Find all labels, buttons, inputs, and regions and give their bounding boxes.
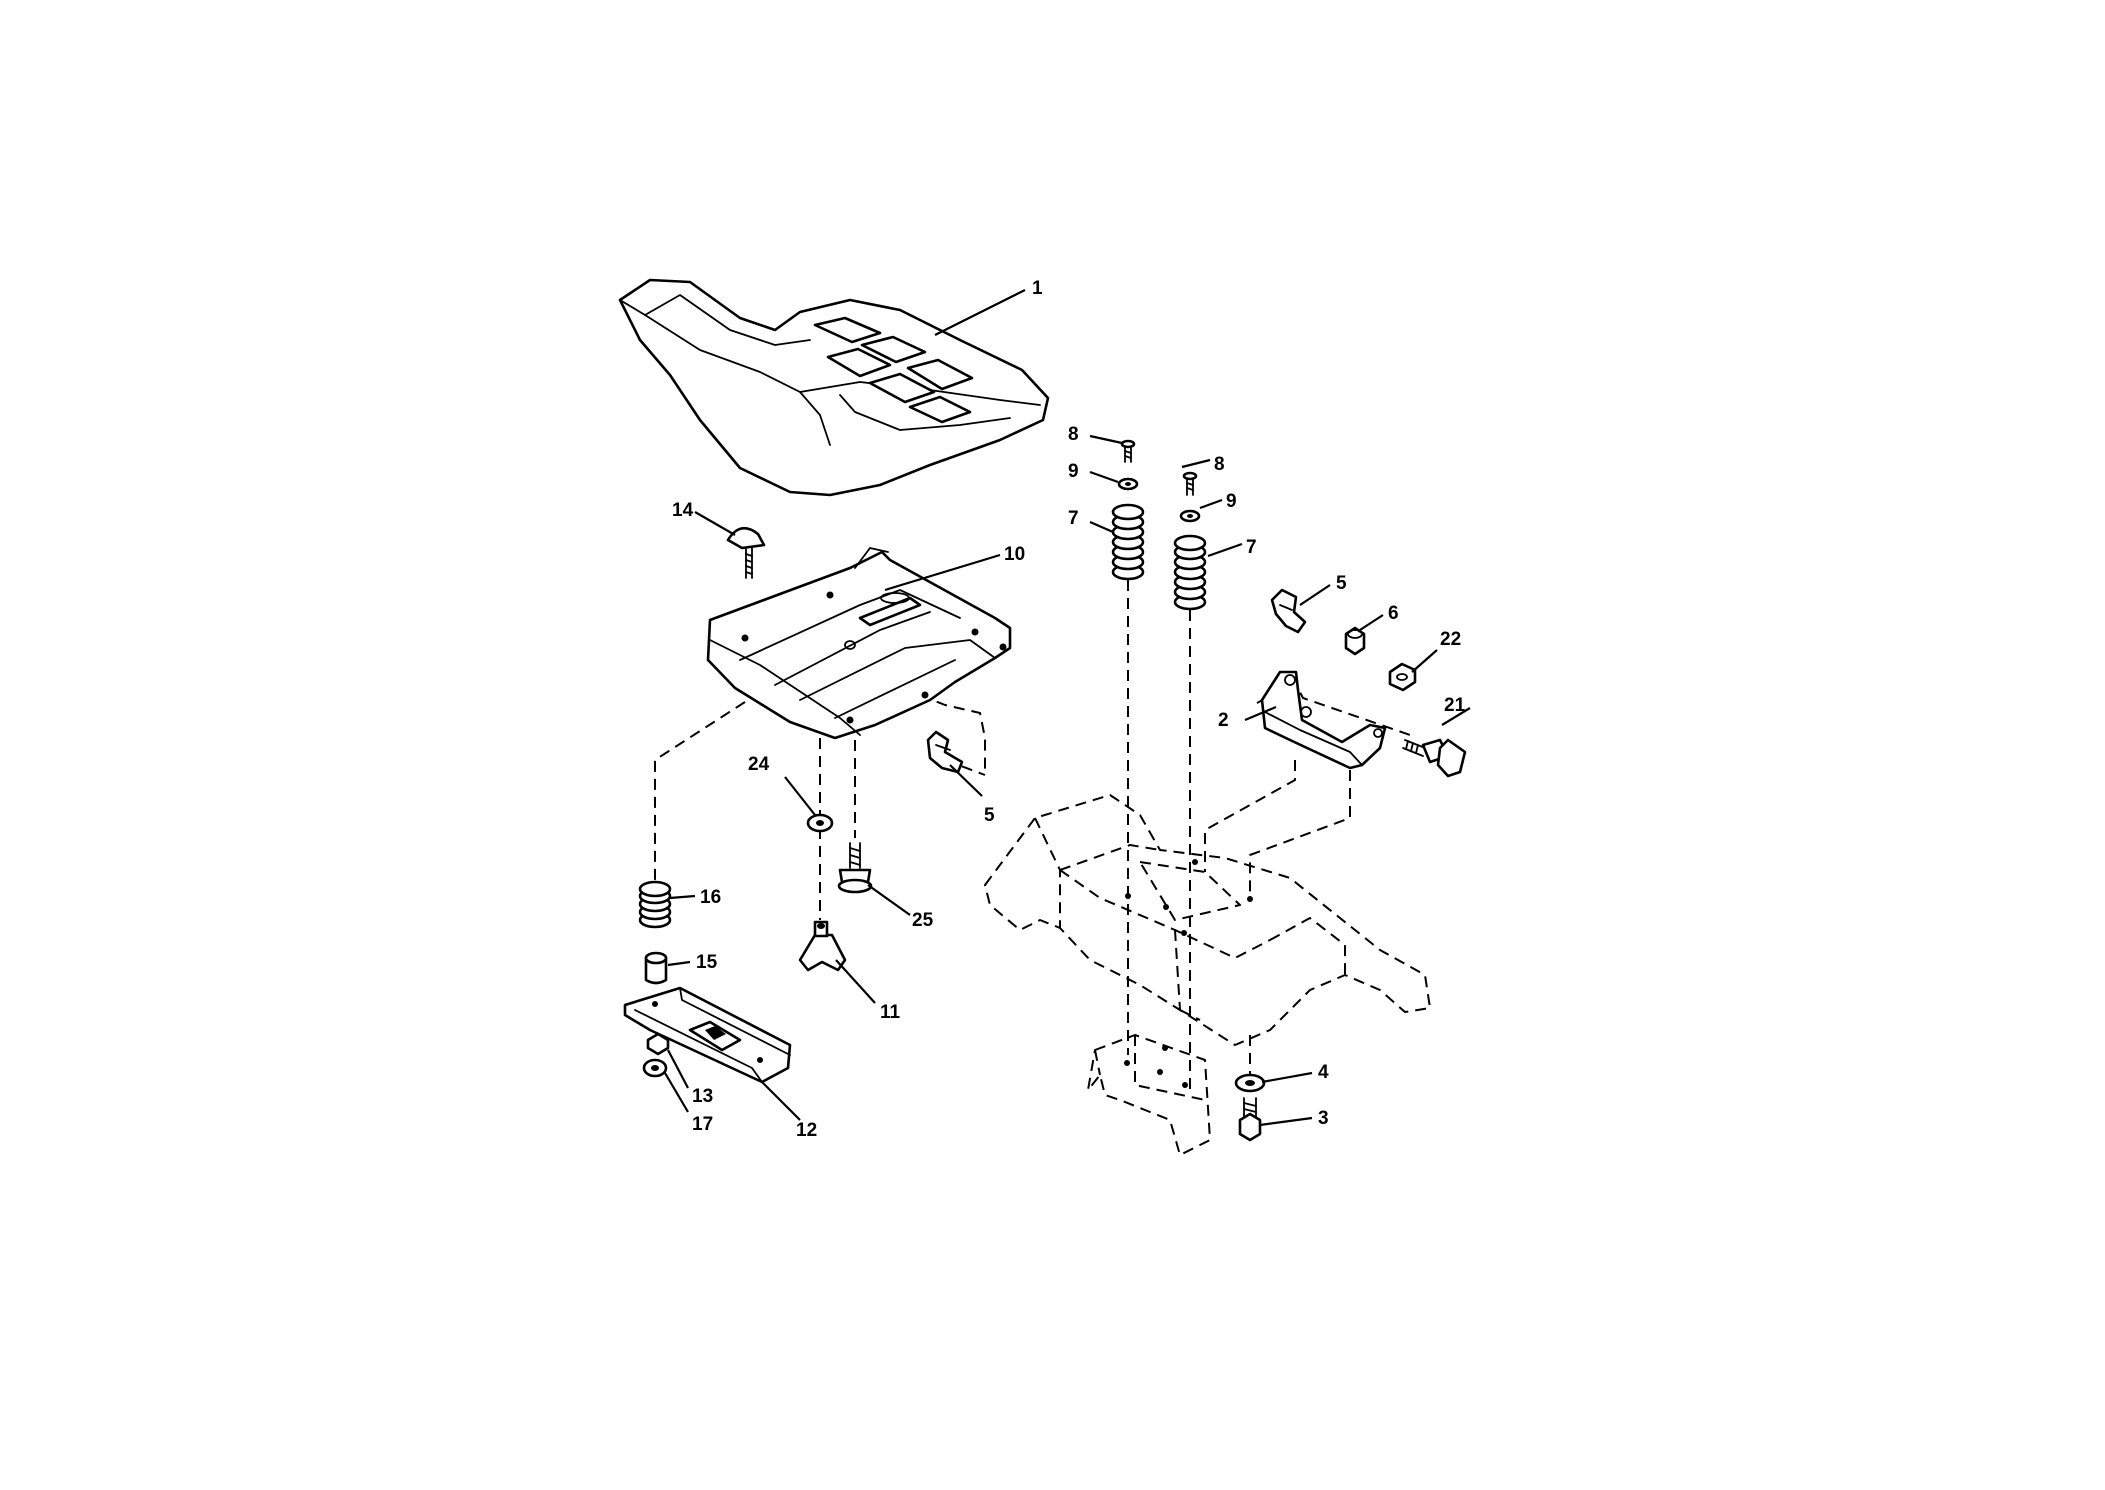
callout-14: 14 (672, 500, 694, 521)
seat-switch-clip-5-upper (1270, 588, 1307, 634)
callout-labels: 1 2 3 4 5 5 6 7 7 8 8 9 9 10 11 12 13 14… (672, 278, 1466, 1141)
callout-7-left: 7 (1068, 508, 1079, 529)
seat-adjust-knob-11 (798, 920, 847, 972)
callout-3: 3 (1318, 1108, 1329, 1129)
callout-12: 12 (796, 1120, 817, 1141)
callout-16: 16 (700, 887, 721, 908)
nut-6 (1344, 626, 1366, 656)
callout-9-right: 9 (1226, 491, 1237, 512)
seat-switch-bracket-2 (1260, 670, 1387, 770)
carriage-bolt-14 (726, 526, 766, 579)
bolt-8-left (1120, 439, 1136, 463)
bolt-8-right (1182, 471, 1198, 496)
nut-13 (646, 1032, 670, 1056)
callout-15: 15 (696, 952, 718, 973)
callout-17: 17 (692, 1114, 713, 1135)
callout-5-lower: 5 (984, 805, 995, 826)
callout-8-left: 8 (1068, 424, 1079, 445)
washer-4 (1234, 1073, 1266, 1093)
spring-7-left (1111, 503, 1145, 581)
fender-chassis-outline (984, 794, 1431, 1156)
hex-bolt-3 (1238, 1097, 1262, 1142)
callout-24: 24 (748, 754, 770, 775)
callout-22: 22 (1440, 629, 1461, 650)
shoulder-screw-21 (1402, 738, 1467, 778)
seat-switch-clip-5-lower (926, 730, 964, 774)
spacer-15 (644, 951, 668, 985)
callout-11: 11 (880, 1002, 901, 1023)
locknut-17 (642, 1058, 668, 1078)
callout-10: 10 (1004, 544, 1025, 565)
callout-5-upper: 5 (1336, 573, 1347, 594)
seat (618, 278, 1050, 497)
washer-9-right (1179, 509, 1201, 523)
callout-25: 25 (912, 910, 934, 931)
callout-7-right: 7 (1246, 537, 1257, 558)
seat-pan (706, 547, 1012, 740)
washer-24 (806, 813, 834, 833)
callout-21: 21 (1444, 695, 1466, 716)
callout-2: 2 (1218, 710, 1229, 731)
spring-16 (638, 880, 672, 929)
callout-9-left: 9 (1068, 461, 1079, 482)
shoulder-bolt-25 (837, 842, 873, 894)
locknut-22 (1388, 662, 1417, 692)
callout-13: 13 (692, 1086, 713, 1107)
slide-bracket-12 (623, 986, 792, 1084)
spring-7-right (1173, 534, 1207, 611)
callout-8-right: 8 (1214, 454, 1225, 475)
callout-leaders (664, 289, 1471, 1127)
callout-6: 6 (1388, 603, 1399, 624)
callout-4: 4 (1318, 1062, 1329, 1083)
washer-9-left (1117, 477, 1139, 491)
callout-1: 1 (1032, 278, 1043, 299)
